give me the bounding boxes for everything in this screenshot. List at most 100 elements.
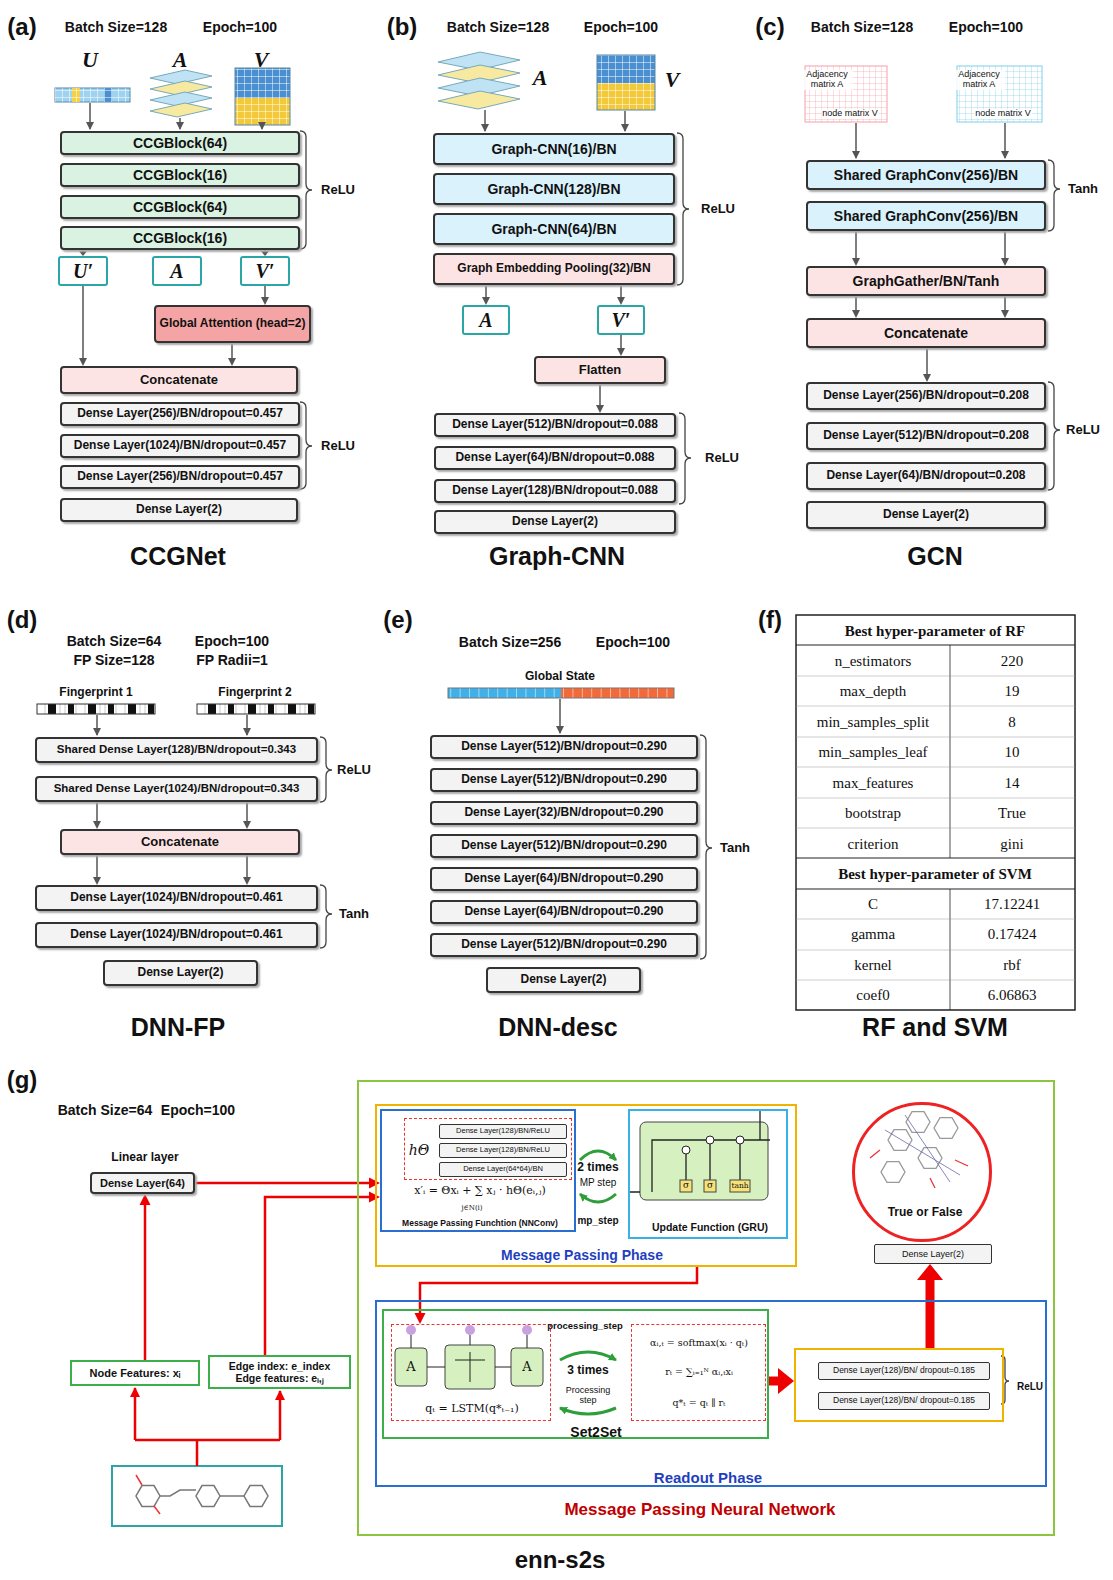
box-text: Dense Layer(128)/BN/ReLU [456,1146,550,1155]
connector [617,285,625,305]
decoration [597,55,655,110]
layer-box: CCGBlock(64) [60,131,300,155]
box-text: Dense Layer(64*64)/BN [463,1165,543,1174]
arrow-head [617,348,625,356]
decoration [700,735,712,959]
layer-box: Dense Layer(1024)/BN/dropout=0.461 [35,885,318,911]
layer-box: Dense Layer(2) [60,498,298,522]
box-text: Dense Layer(1024)/BN/dropout=0.461 [70,928,282,942]
layer-box: Graph-CNN(64)/BN [433,213,675,245]
label: kernel [854,957,891,974]
label: tanh [731,1182,748,1190]
connector-line [144,1204,147,1360]
box-text: Dense Layer(64)/BN/dropout=0.290 [464,905,663,919]
connector [243,855,251,885]
box-text: Edge index: e_index [229,1360,331,1372]
layer-box: Dense Layer(256)/BN/dropout=0.457 [60,465,300,489]
box-text: A [170,260,183,283]
arrow-head [852,310,860,318]
decoration [630,1110,770,1192]
label: C [868,896,878,913]
layer-box: Shared Dense Layer(1024)/BN/dropout=0.34… [35,776,318,802]
layer-box: Shared GraphConv(256)/BN [806,201,1046,231]
layer-box: Dense Layer(128)/BN/ dropout=0.185 [818,1362,990,1380]
connector [596,384,604,413]
decoration [55,88,130,102]
label: Tanh [720,841,750,855]
label: Fingerprint 1 [59,686,132,699]
connector [243,802,251,829]
label: MP step [580,1177,617,1188]
box-text: Dense Layer(2) [902,1249,964,1259]
decoration [1048,382,1060,490]
label: Batch Size=256 [459,635,561,650]
label: 14 [1005,775,1020,792]
label: RF and SVM [862,1014,1008,1042]
arrow-head [228,358,236,366]
box-text: Shared GraphConv(256)/BN [834,208,1018,224]
decoration [682,1146,690,1154]
label: Epoch=100 [584,20,658,35]
decoration [680,1180,692,1192]
connector-line [420,1267,697,1314]
decoration [677,133,689,285]
label: Batch Size=64 [67,634,162,649]
connector-line [599,384,601,406]
label: (c) [755,14,784,40]
connector-line [264,286,266,298]
label: (b) [387,14,418,40]
connector-line [246,855,248,878]
connector [140,1194,151,1360]
label: gamma [851,926,895,943]
connector [93,855,101,885]
connector-line [1004,296,1006,311]
box-text: Dense Layer(2) [136,503,222,517]
crystal-picture [870,1112,968,1188]
decoration [448,688,674,698]
layer-box: Dense Layer(512)/BN/dropout=0.290 [430,735,698,759]
decoration [796,615,1075,1010]
box-text: Graph-CNN(64)/BN [491,221,616,237]
decoration [881,1162,905,1183]
label: 2 times [577,1161,618,1174]
decoration [888,1130,912,1151]
arrow-head [852,258,860,266]
label: Linear layer [111,1151,178,1164]
decoration [736,1136,744,1144]
connector-line [195,1182,370,1185]
label: Fingerprint 2 [218,686,291,699]
decoration [196,1486,220,1507]
group-box: True or False [852,1102,992,1242]
box-text: q*ₜ = qₜ ∥ rₜ [673,1398,726,1409]
decoration [37,704,155,714]
label: Tanh [339,907,369,921]
label: σ [683,1181,689,1191]
decoration [320,885,332,948]
layer-box: Shared GraphConv(256)/BN [806,160,1046,190]
box-text: Shared Dense Layer(128)/BN/dropout=0.343 [57,743,296,756]
decoration [885,1115,960,1182]
connector [852,231,860,266]
layer-box: Concatenate [806,318,1046,348]
box-text: Dense Layer(512)/BN/dropout=0.290 [461,740,667,754]
layer-box: Concatenate [60,366,298,394]
box-text: V′ [256,260,275,283]
group-box: αᵢ,ₜ = softmax(xᵢ · qₜ)rₜ = ∑ᵢ₌₁ᴺ αᵢ,ₜxᵢ… [631,1324,766,1421]
label: Best hyper-parameter of RF [845,623,1025,640]
arrow-head [93,877,101,885]
label: Best hyper-parameter of SVM [838,866,1032,883]
layer-box: Node Features: xᵢ [70,1360,200,1386]
label: gini [1000,836,1023,853]
decoration [55,88,130,102]
box-text: Dense Layer(32)/BN/dropout=0.290 [464,806,663,820]
decoration [934,1118,958,1139]
box-text: CCGBlock(16) [133,230,227,246]
box-text: Dense Layer(64)/BN/dropout=0.088 [455,451,654,465]
layer-box: Dense Layer(32)/BN/dropout=0.290 [430,801,698,825]
connector [769,1368,794,1394]
decoration [950,645,951,1010]
layer-box: Flatten [534,356,666,384]
label: rbf [1003,957,1021,974]
connector-line [246,802,248,822]
decoration [484,110,486,131]
